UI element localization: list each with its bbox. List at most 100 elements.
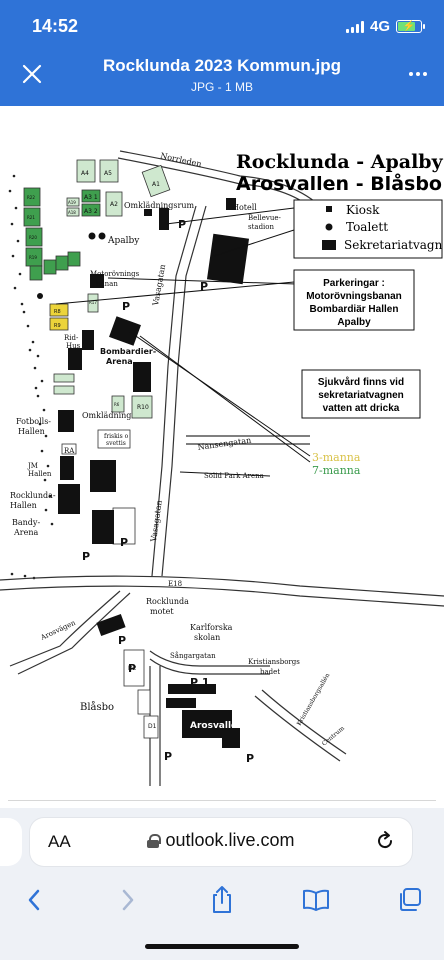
close-icon [22, 64, 42, 84]
bookmarks-button[interactable] [294, 880, 338, 920]
file-meta: JPG - 1 MB [190, 80, 253, 94]
field-a3-1: A3 1 [84, 194, 98, 201]
place-labels: Norrleden Omklädningsrum Hotell Apalby B… [10, 151, 346, 747]
parking-p1: P 1 [190, 676, 210, 689]
label-bellevue1: Bellevue- [248, 214, 282, 222]
app-header: 14:52 4G ⚡ Rocklunda 2023 Kommun.jpg JPG… [0, 0, 444, 106]
bookmarks-icon [303, 889, 329, 911]
previous-tab-preview[interactable] [0, 818, 22, 866]
label-bandyarena2: Arena [13, 528, 38, 537]
field-a3-2: A3 2 [84, 208, 98, 215]
parking-p: P [246, 752, 254, 765]
field-r9: R9 [54, 323, 61, 329]
field-a5: A5 [104, 170, 112, 177]
tabs-icon [400, 888, 421, 911]
browser-toolbar: AA outlook.live.com [0, 808, 444, 960]
label-solidpark: Solid Park Arena [204, 472, 264, 480]
label-blasbo: Blåsbo [80, 701, 114, 713]
parking-line-3: Bombardiär Hallen [310, 304, 399, 315]
reload-icon [378, 831, 393, 849]
manna7-label: 7-manna [312, 464, 361, 477]
label-nansengatan: Nansengatan [197, 436, 252, 452]
battery-icon: ⚡ [396, 20, 425, 33]
field-a19: A19 [68, 200, 76, 205]
label-ridhus2: Hus [66, 342, 81, 350]
map-bottom-border [8, 800, 436, 801]
health-line-3: vatten att dricka [323, 403, 400, 414]
field-a1: A1 [152, 181, 160, 188]
file-title: Rocklunda 2023 Kommun.jpg [102, 56, 342, 75]
home-indicator[interactable] [145, 944, 299, 949]
legend-toilet: Toalett [346, 220, 388, 234]
fields [23, 159, 171, 739]
label-friskis1: friskis o [104, 433, 129, 440]
parking-line-2: Motorövningsbanan [306, 291, 402, 302]
field-d2: D2 [128, 665, 137, 672]
tree-dots [8, 174, 54, 580]
label-bombardier2: Arena [106, 357, 133, 366]
label-rocklundahallen1: Rocklunda- [10, 491, 56, 500]
close-button[interactable] [16, 58, 48, 90]
map-drawing: Rocklunda - Apalby Arosvallen - Blåsbo K… [0, 150, 444, 786]
field-a2: A2 [110, 201, 118, 208]
parking-line-1: Parkeringar : [323, 278, 385, 289]
more-icon [409, 72, 413, 76]
parking-box: Parkeringar : Motorövningsbanan Bombardi… [293, 269, 415, 331]
map-image: Rocklunda - Apalby Arosvallen - Blåsbo K… [0, 106, 444, 806]
parking-p: P [200, 280, 208, 293]
health-line-1: Sjukvård finns vid [318, 376, 404, 388]
label-fotbollshallen1: Fotbolls- [16, 417, 51, 426]
legend-box: Kiosk Toalett Sekretariatvagn [293, 199, 443, 259]
status-indicators: 4G ⚡ [345, 18, 425, 35]
label-bellevue2: stadion [248, 223, 275, 231]
address-bar[interactable]: AA outlook.live.com [30, 818, 412, 866]
label-vasagatan-south: Vasagatan [149, 500, 164, 544]
field-d1: D1 [148, 723, 157, 730]
url-text: outlook.live.com [165, 830, 295, 850]
label-norrleden: Norrleden [160, 151, 203, 168]
text-size-button[interactable]: AA [48, 832, 71, 851]
parking-p: P [178, 218, 186, 231]
toilet-dots [37, 232, 106, 299]
label-ridhus1: Rid- [64, 334, 79, 342]
label-jm2: Hallen [28, 470, 52, 478]
share-icon [213, 886, 231, 913]
health-box: Sjukvård finns vid sekretariatvagnen vat… [301, 369, 421, 419]
parking-p: P [82, 550, 90, 563]
label-centrum: Centrum [321, 725, 346, 748]
back-icon [28, 889, 40, 911]
label-motorbanan1: Motorövnings [90, 270, 140, 278]
parking-p: P [128, 662, 136, 675]
status-time: 14:52 [32, 16, 79, 36]
forward-button[interactable] [106, 880, 150, 920]
label-kristiansborg1: Kristiansborgs [248, 658, 300, 666]
label-bombardier1: Bombardier- [100, 347, 156, 356]
field-labels: A4 A5 A1 A3 1 A2 A3 2 A19 A18 R22 R21 R2… [27, 170, 160, 730]
reload-button[interactable] [374, 830, 396, 857]
map-title-line1: Rocklunda - Apalby [236, 151, 444, 173]
share-button[interactable] [200, 880, 244, 920]
label-motorbanan2: banan [96, 280, 118, 288]
url-display[interactable]: outlook.live.com [30, 830, 412, 851]
legend-secretariat: Sekretariatvagn [344, 238, 443, 252]
field-r22: R22 [27, 195, 35, 200]
label-e18: E18 [168, 580, 182, 588]
field-r17: R17 [89, 300, 97, 305]
parking-line-4: Apalby [337, 317, 371, 328]
label-hotell: Hotell [232, 203, 257, 212]
lock-icon [147, 833, 162, 848]
network-label: 4G [369, 18, 390, 35]
label-rocklundahallen2: Hallen [10, 501, 37, 510]
more-button[interactable] [406, 62, 430, 86]
back-button[interactable] [12, 880, 56, 920]
roads [0, 150, 444, 786]
parking-p: P [120, 536, 128, 549]
label-rocklundamotet1: Rocklunda [146, 597, 189, 606]
label-jm1: JM [27, 462, 38, 470]
tabs-button[interactable] [388, 880, 432, 920]
label-kristiansborg2: badet [260, 668, 280, 676]
field-r20: R20 [29, 235, 37, 240]
label-kristiansborgsallen: Kristiansborgsallén [296, 672, 332, 727]
label-bandyarena1: Bandy- [12, 518, 40, 527]
field-r19: R19 [29, 255, 37, 260]
